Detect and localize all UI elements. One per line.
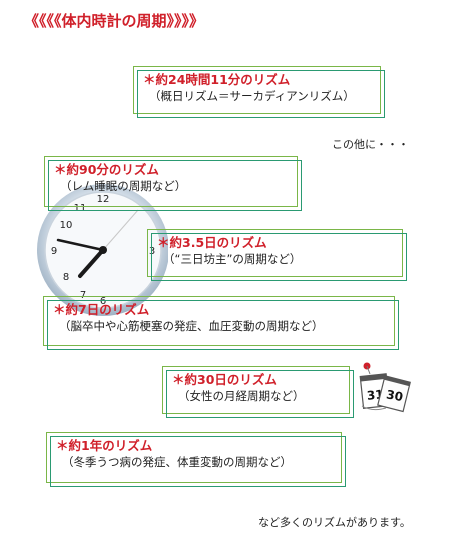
rhythm-label: ＊約24時間11分のリズム xyxy=(143,72,291,87)
rhythm-note: （概日リズム＝サーカディアンリズム） xyxy=(149,89,355,103)
svg-text:7: 7 xyxy=(80,290,86,301)
rhythm-box-30d: ＊約30日のリズム （女性の月経周期など） xyxy=(162,366,354,418)
svg-text:8: 8 xyxy=(63,272,69,283)
calendar-day-right: 30 xyxy=(385,387,404,404)
svg-text:9: 9 xyxy=(51,246,57,257)
rhythm-note: （レム睡眠の周期など） xyxy=(60,179,187,193)
footer-text: など多くのリズムがあります。 xyxy=(258,516,411,529)
rhythm-label: ＊約7日のリズム xyxy=(53,302,150,317)
rhythm-box-7d: ＊約7日のリズム （脳卒中や心筋梗塞の発症、血圧変動の周期など） xyxy=(43,296,399,350)
rhythm-note: （女性の月経周期など） xyxy=(178,389,305,403)
rhythm-label: ＊約3.5日のリズム xyxy=(157,235,267,250)
rhythm-label: ＊約30日のリズム xyxy=(172,372,277,387)
rhythm-note: （“三日坊主”の周期など） xyxy=(163,252,302,266)
rhythm-label: ＊約1年のリズム xyxy=(56,438,153,453)
page-title: 《《《《体内時計の周期》》》》 xyxy=(24,12,205,30)
svg-text:3: 3 xyxy=(149,246,155,257)
rhythm-label: ＊約90分のリズム xyxy=(54,162,159,177)
svg-text:12: 12 xyxy=(97,194,110,205)
rhythm-note: （脳卒中や心筋梗塞の発症、血圧変動の周期など） xyxy=(59,319,324,333)
clock-icon: 12 3 6 9 10 8 7 11 xyxy=(37,184,168,316)
svg-text:11: 11 xyxy=(74,203,87,214)
other-label: この他に・・・ xyxy=(332,138,409,151)
svg-text:10: 10 xyxy=(60,220,73,231)
svg-text:6: 6 xyxy=(100,296,106,307)
rhythm-box-3-5d: ＊約3.5日のリズム （“三日坊主”の周期など） xyxy=(147,229,407,281)
rhythm-box-90min: ＊約90分のリズム （レム睡眠の周期など） xyxy=(44,156,302,211)
rhythm-box-1y: ＊約1年のリズム （冬季うつ病の発症、体重変動の周期など） xyxy=(46,432,346,487)
rhythm-box-24h: ＊約24時間11分のリズム （概日リズム＝サーカディアンリズム） xyxy=(133,66,385,118)
calendar-icon: 31 30 xyxy=(359,362,411,413)
rhythm-note: （冬季うつ病の発症、体重変動の周期など） xyxy=(62,455,292,469)
